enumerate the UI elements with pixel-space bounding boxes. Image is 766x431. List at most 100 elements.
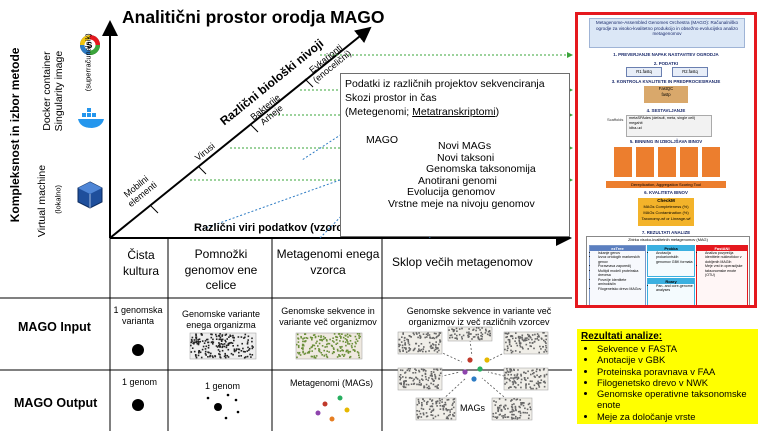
column-header-multi-metagenome: Sklop večih metagenomov	[392, 255, 533, 269]
eztree-item-0: Iskanje genov	[598, 251, 645, 255]
info-item-2: Genomska taksonomija	[426, 163, 536, 175]
pipeline-checkm1: MAGs Completeness (%)	[643, 204, 689, 210]
column-header-single-cell: Pomnožki genomov ene celice	[184, 247, 258, 293]
eztree-list: Iskanje genov Izvoz ortologih markerskih…	[590, 251, 645, 291]
eztree-item-4: Povečje identitete aminokislin	[598, 278, 645, 287]
singularity-logo-icon: S	[80, 35, 100, 55]
input-cell-3: Genomske sekvence in variante več organi…	[279, 306, 377, 327]
pipeline-step3: 3. KONTROLA KVALITETE IN PREDPROCESIRANJ…	[611, 79, 721, 84]
docker-whale-icon	[78, 108, 104, 128]
column-header-pure-culture: Čista kultura	[122, 248, 160, 278]
prokka-title: Prokka	[648, 246, 694, 251]
output-cell-3: Metagenomi (MAGs)	[290, 378, 374, 388]
pipeline-step2: 2. PODATKI	[653, 61, 679, 66]
eztree-title: ezTree	[590, 246, 645, 251]
info-item-0: Novi MAGs	[438, 140, 492, 152]
results-item-4: Genomske operativne taksonomske enote	[597, 388, 754, 411]
prokka-list: Anotacija prokariontskih genomov GBK for…	[648, 251, 694, 264]
pipeline-step4: 4. SESTAVLJANJE	[646, 108, 686, 113]
docker-label: Docker container Singularity image	[41, 36, 65, 146]
roary-title: Roary	[648, 279, 694, 284]
pipeline-checkm: CheckM	[657, 198, 675, 203]
pipeline-qc-box: FastQC fastp	[644, 86, 688, 103]
info-line3: (Metegenomi; Metatranskriptomi)	[345, 106, 500, 118]
bin-tool-1	[614, 147, 632, 177]
pipeline-step6: 6. KVALITETA BINOV	[644, 190, 688, 195]
fastani-title: FastANI	[697, 246, 747, 251]
info-item-5: Vrstne meje na nivoju genomov	[388, 198, 535, 210]
column-header-single-metagenome: Metagenomi enega vzorca	[276, 247, 380, 277]
docker-label-text: Docker container Singularity image	[40, 50, 65, 132]
eztree-box: ezTree Iskanje genov Izvoz ortologih mar…	[589, 245, 646, 305]
pipeline-step7: 7. REZULTATI ANALIZE	[641, 230, 691, 235]
pipeline-fastqc: FastQC	[658, 86, 674, 91]
results-item-0: Sekvence v FASTA	[597, 343, 754, 354]
roary-box: Roary Pan- and core-genome analyses	[647, 278, 695, 305]
output-cell-4: MAGs	[460, 403, 486, 413]
input-cell-4: Genomske sekvence in variante več organi…	[406, 306, 552, 327]
bin-tool-4	[680, 147, 698, 177]
row-header-input: MAGO Input	[18, 320, 91, 334]
prokka-item-0: Anotacija prokariontskih genomov GBK for…	[656, 251, 694, 264]
page-title: Analitični prostor orodja MAGO	[122, 7, 385, 27]
input-cell-1: 1 genomska varianta	[113, 305, 163, 326]
virtualbox-icon	[77, 181, 103, 209]
bin-tool-2	[636, 147, 654, 177]
pipeline-step7-sub: Zbirka visoko-kvalitetnih metagenomov (M…	[628, 237, 708, 242]
docker-sub-label: (superračunalnik)	[83, 33, 93, 92]
info-mago: MAGO	[366, 134, 399, 146]
bin-tool-3	[658, 147, 676, 177]
results-title: Rezultati analize:	[581, 331, 663, 342]
pipeline-step1: 1. PREVERJANJE NAPAK NASTAVITEV OGRODJA	[613, 52, 719, 57]
bin-tool-5	[702, 147, 720, 177]
pipeline-asm1: metaSPAdes (default, meta, single cell)	[629, 116, 696, 120]
results-item-3: Filogenetsko drevo v NWK	[597, 377, 754, 388]
output-cell-2: 1 genom	[205, 381, 241, 391]
info-item-3: Anotirani genomi	[418, 175, 497, 187]
row-header-output: MAGO Output	[14, 396, 98, 410]
pipeline-checkm2: MAGs Contamination (%)	[643, 210, 689, 216]
diagonal-axis	[109, 26, 372, 239]
fastani-item-0: Analiza povprečja identitete nukleotidov…	[705, 251, 747, 264]
info-line1: Podatki iz različnih projektov sekvencir…	[345, 78, 545, 90]
svg-text:S: S	[87, 41, 93, 50]
horizontal-axis-label: Različni viri podatkov (vzorci)	[194, 222, 350, 234]
pipeline-r2: R2.fastq	[672, 67, 708, 77]
results-panel: Rezultati analize: Sekvence v FASTA Anot…	[577, 329, 758, 424]
eztree-item-5: Filogenetsko drevo MAGov	[598, 287, 645, 291]
results-item-1: Anotacije v GBK	[597, 354, 754, 365]
info-line2: Skozi prostor in čas	[345, 92, 437, 104]
pipeline-asm-box: metaSPAdes (default, meta, single cell) …	[626, 115, 712, 137]
roary-list: Pan- and core-genome analyses	[648, 284, 694, 293]
results-list: Sekvence v FASTA Anotacije v GBK Protein…	[581, 343, 754, 422]
pipeline-checkm-box: CheckM MAGs Completeness (%) MAGs Contam…	[638, 198, 694, 226]
pipeline-scaffolds: Scaffolds	[607, 117, 624, 122]
info-item-4: Evolucija genomov	[407, 186, 496, 198]
fastani-box: FastANI Analiza povprečja identitete nuk…	[696, 245, 748, 305]
info-item-1: Novi taksoni	[437, 152, 495, 164]
pipeline-step5: 5. BINNING IN IZBOLJŠAVA BINOV	[629, 139, 703, 144]
fastani-item-1: Meje vrst in operacijske taksonomske eno…	[705, 264, 747, 277]
roary-item-0: Pan- and core-genome analyses	[656, 284, 694, 293]
info-line3-b: Metatranskriptomi	[412, 106, 496, 118]
pipeline-asm3: idba-ud	[629, 126, 642, 131]
mago-pipeline-panel: Metagenome-Assembled Genomes Orchestra (…	[575, 12, 757, 308]
pipeline-dereplication: Dereplication, Aggregation Scoring Tool	[606, 181, 726, 188]
output-cell-1: 1 genom	[122, 377, 158, 387]
vertical-axis-label: Kompleksnost in izbor metode	[8, 47, 23, 223]
vm-sub-label: (lokalno)	[53, 184, 63, 214]
pipeline-results-frame: Zbirka visoko-kvalitetnih metagenomov (M…	[586, 236, 750, 305]
pipeline-fastp: fastp	[661, 92, 671, 98]
eztree-item-2: Poravnava zaporedij	[598, 264, 645, 268]
pipeline-checkm3: Taxonomy-wf or Lineage-wf	[641, 215, 691, 221]
eztree-item-3: Multipli modeli proteinska drevesa	[598, 269, 645, 278]
results-item-5: Meje za določanje vrste	[597, 411, 754, 422]
input-cell-2: Genomske variante enega organizma	[181, 309, 261, 330]
eztree-item-1: Izvoz ortologih markerskih genov	[598, 255, 645, 264]
pipeline-r1: R1.fastq	[626, 67, 662, 77]
info-line3-a: (Metegenomi;	[345, 106, 413, 118]
pipeline-asm2: megahit	[629, 121, 643, 126]
pipeline-header: Metagenome-Assembled Genomes Orchestra (…	[589, 18, 745, 48]
